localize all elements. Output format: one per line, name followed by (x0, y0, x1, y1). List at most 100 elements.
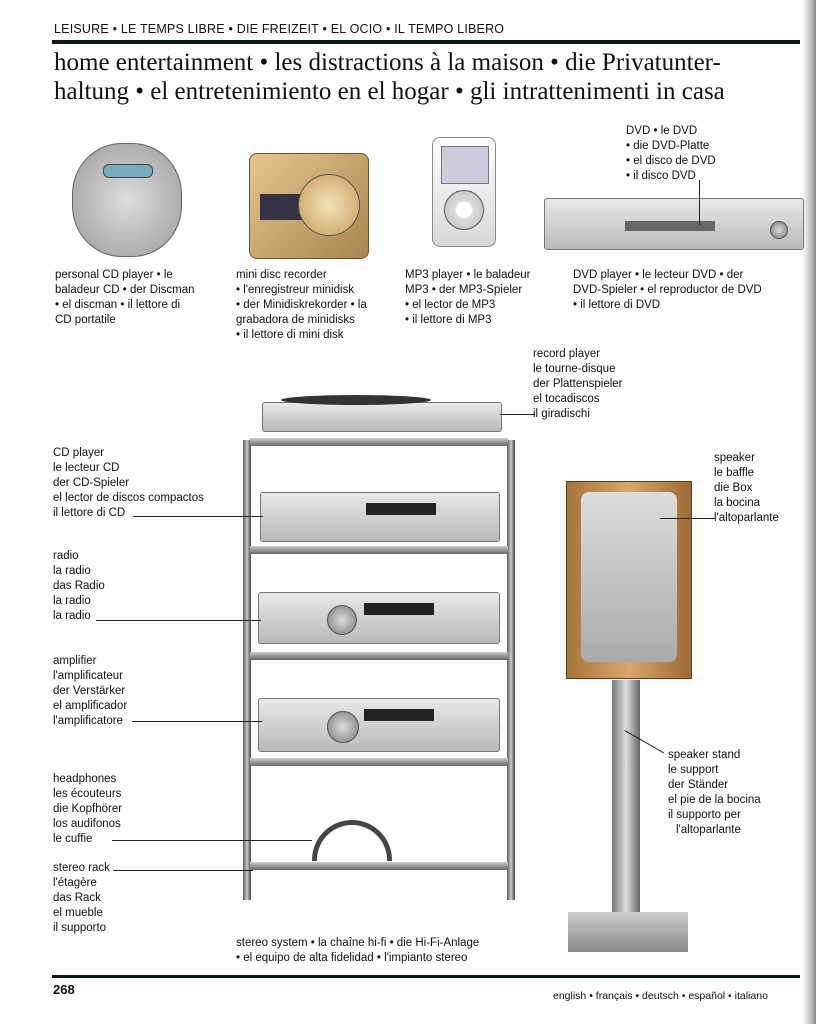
record-player-image (262, 395, 502, 432)
label-line: le cuffie (53, 833, 93, 845)
title-line: home entertainment • les distractions à … (54, 49, 721, 76)
label-line: die Kopfhörer (53, 803, 123, 815)
label-personal-cd-player: personal CD player • le baladeur CD • der… (55, 268, 195, 328)
leader-line (132, 721, 262, 722)
label-line: DVD • le DVD (626, 125, 698, 137)
label-line: l'étagère (53, 877, 97, 889)
label-line: CD portatile (55, 314, 116, 326)
label-line: il supporto (53, 922, 107, 934)
rack-shelf (250, 438, 508, 446)
label-line: headphones (53, 773, 117, 785)
label-line: l'altoparlante (676, 824, 741, 836)
label-line: • el disco de DVD (626, 155, 716, 167)
header-rule (52, 40, 800, 44)
speaker-image (566, 481, 692, 679)
label-line: el tocadiscos (533, 393, 600, 405)
label-line: speaker (714, 452, 755, 464)
label-line: DVD player • le lecteur DVD • der (573, 269, 744, 281)
label-headphones: headphones les écouteurs die Kopfhörer los … (53, 772, 122, 847)
label-line: der CD-Spieler (53, 477, 130, 489)
speaker-stand-base (568, 912, 688, 952)
label-dvd: DVD • le DVD • die DVD-Platte • el disco d… (626, 124, 716, 184)
label-line: el mueble (53, 907, 103, 919)
cd-player-image (260, 492, 500, 542)
minidisc-recorder-image (249, 153, 369, 259)
label-line: • il lettore di MP3 (405, 314, 492, 326)
label-line: das Rack (53, 892, 101, 904)
label-line: la radio (53, 565, 91, 577)
label-line: radio (53, 550, 79, 562)
label-line: MP3 player • le baladeur (405, 269, 531, 281)
label-line: les écouteurs (53, 788, 122, 800)
label-line: der Ständer (668, 779, 729, 791)
label-line: das Radio (53, 580, 105, 592)
amplifier-image (258, 698, 500, 752)
label-line: il lettore di CD (53, 507, 126, 519)
label-line: • el discman • il lettore di (55, 299, 181, 311)
label-minidisc-recorder: mini disc recorder • l'enregistreur minid… (236, 268, 367, 343)
section-header: LEISURE • LE TEMPS LIBRE • DIE FREIZEIT … (54, 22, 505, 36)
label-line: DVD-Spieler • el reproductor de DVD (573, 284, 762, 296)
label-line: el lector de discos compactos (53, 492, 204, 504)
leader-line (133, 516, 263, 517)
label-line: baladeur CD • der Discman (55, 284, 195, 296)
rack-shelf (250, 758, 508, 766)
leader-line (112, 840, 312, 841)
leader-line (96, 620, 261, 621)
mp3-player-image (432, 137, 496, 247)
label-line: • l'enregistreur minidisk (236, 284, 355, 296)
label-line: le lecteur CD (53, 462, 120, 474)
label-speaker: speaker le baffle die Box la bocina l'altopa… (714, 451, 779, 526)
label-line: • el lector de MP3 (405, 299, 496, 311)
label-line: amplifier (53, 655, 97, 667)
radio-image (258, 592, 500, 644)
leader-line (500, 414, 535, 415)
rack-shelf (250, 862, 508, 870)
label-line: • der Minidiskrekorder • la (236, 299, 367, 311)
label-line: el amplificador (53, 700, 128, 712)
footer-rule (52, 975, 800, 978)
page-number: 268 (53, 982, 75, 997)
headphones-image (312, 820, 392, 861)
label-line: la radio (53, 595, 91, 607)
label-line: • die DVD-Platte (626, 140, 710, 152)
label-line: die Box (714, 482, 753, 494)
rack-shelf (250, 652, 508, 660)
personal-cd-player-image (72, 143, 182, 257)
page-title: home entertainment • les distractions à … (54, 48, 814, 106)
label-line: MP3 • der MP3-Spieler (405, 284, 523, 296)
rack-shelf (250, 546, 508, 554)
label-line: l'altoparlante (714, 512, 779, 524)
label-line: personal CD player • le (55, 269, 173, 281)
label-stereo-rack: stereo rack l'étagère das Rack el mueble il … (53, 861, 110, 936)
label-line: stereo system • la chaîne hi-fi • die Hi… (236, 937, 480, 949)
label-stereo-system: stereo system • la chaîne hi-fi • die Hi… (236, 936, 479, 966)
label-line: • el equipo de alta fidelidad • l'impian… (236, 952, 468, 964)
label-line: le baffle (714, 467, 755, 479)
label-line: la bocina (714, 497, 761, 509)
label-line: speaker stand (668, 749, 741, 761)
label-line: • il lettore di mini disk (236, 329, 344, 341)
label-line: le support (668, 764, 719, 776)
label-line: • il lettore di DVD (573, 299, 661, 311)
label-line: mini disc recorder (236, 269, 327, 281)
label-line: il supporto per (668, 809, 741, 821)
label-line: der Verstärker (53, 685, 126, 697)
leader-line (660, 518, 715, 519)
title-line: haltung • el entretenimiento en el hogar… (54, 78, 725, 105)
speaker-stand-image (612, 680, 640, 915)
label-line: record player (533, 348, 601, 360)
label-line: stereo rack (53, 862, 110, 874)
label-line: grabadora de minidisks (236, 314, 355, 326)
leader-line (699, 180, 700, 225)
page-edge (802, 0, 816, 1024)
label-line: los audifonos (53, 818, 121, 830)
dvd-player-image (544, 198, 804, 250)
label-line: • il disco DVD (626, 170, 696, 182)
